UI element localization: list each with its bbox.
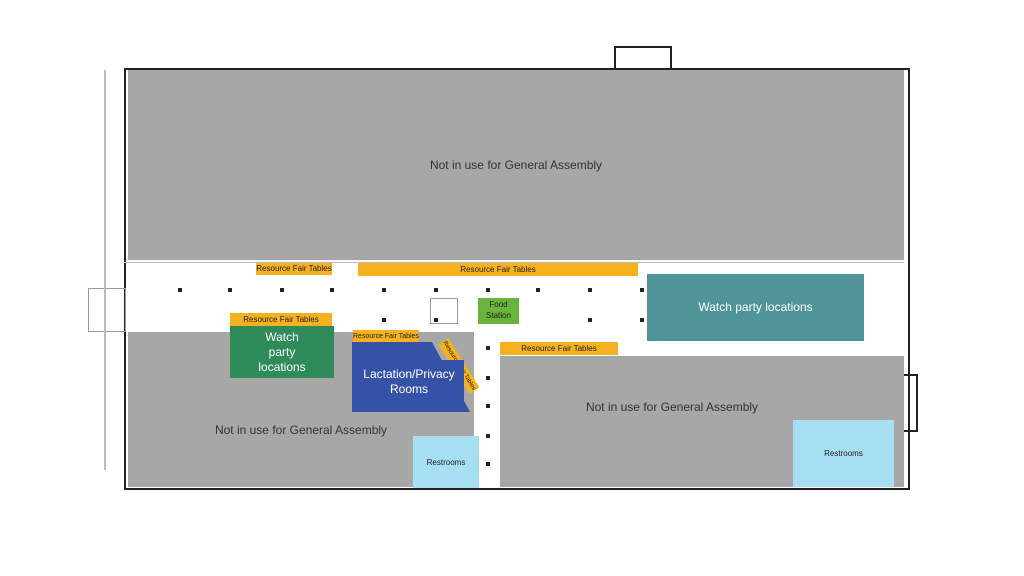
column-marker <box>588 288 592 292</box>
fixture-box <box>430 298 458 324</box>
lactation-rooms-label: Lactation/Privacy Rooms <box>363 367 455 396</box>
not-in-use-top-zone: Not in use for General Assembly <box>128 70 904 260</box>
left-exterior-wall <box>104 70 106 470</box>
watch-party-right-zone: Watch party locations <box>647 274 864 341</box>
resource-fair-tables-1-label: Resource Fair Tables <box>256 264 332 273</box>
column-marker <box>434 318 438 322</box>
resource-fair-tables-5-label: Resource Fair Tables <box>521 343 597 353</box>
column-marker <box>486 288 490 292</box>
column-marker <box>330 288 334 292</box>
resource-fair-tables-4: Resource Fair Tables <box>353 330 419 342</box>
column-marker <box>588 318 592 322</box>
column-marker <box>382 318 386 322</box>
column-marker <box>382 288 386 292</box>
building-outline <box>124 68 910 490</box>
watch-party-right-label: Watch party locations <box>698 300 813 314</box>
resource-fair-tables-3: Resource Fair Tables <box>230 313 332 326</box>
column-marker <box>640 318 644 322</box>
corridor-line <box>124 262 904 263</box>
column-marker <box>228 288 232 292</box>
column-marker <box>486 376 490 380</box>
restrooms-right-zone: Restrooms <box>793 420 894 487</box>
restrooms-left-label: Restrooms <box>426 457 466 467</box>
resource-fair-tables-3-label: Resource Fair Tables <box>243 314 319 324</box>
column-marker <box>486 346 490 350</box>
column-marker <box>280 288 284 292</box>
resource-fair-tables-2: Resource Fair Tables <box>358 263 638 276</box>
column-marker <box>434 288 438 292</box>
restrooms-right-label: Restrooms <box>824 449 863 458</box>
lactation-rooms-zone: Lactation/Privacy Rooms <box>354 360 464 404</box>
watch-party-left-zone: Watch party locations <box>230 326 334 378</box>
watch-party-left-label: Watch party locations <box>258 329 306 374</box>
column-marker <box>486 404 490 408</box>
not-in-use-bottom-right-label: Not in use for General Assembly <box>585 399 759 414</box>
column-marker <box>640 288 644 292</box>
resource-fair-tables-2-label: Resource Fair Tables <box>460 264 536 274</box>
column-marker <box>486 462 490 466</box>
not-in-use-top-label: Not in use for General Assembly <box>429 158 603 172</box>
resource-fair-tables-5: Resource Fair Tables <box>500 342 618 355</box>
resource-fair-tables-4-label: Resource Fair Tables <box>353 332 420 340</box>
resource-fair-tables-1: Resource Fair Tables <box>256 263 332 275</box>
food-station-label: Food Station <box>486 300 511 320</box>
column-marker <box>178 288 182 292</box>
restrooms-left-zone: Restrooms <box>413 436 479 488</box>
stair-tower-top <box>614 46 672 70</box>
entry-vestibule-left <box>88 288 126 332</box>
column-marker <box>536 288 540 292</box>
food-station-zone: Food Station <box>478 298 519 324</box>
column-marker <box>486 434 490 438</box>
not-in-use-bottom-left-label: Not in use for General Assembly <box>214 422 388 437</box>
